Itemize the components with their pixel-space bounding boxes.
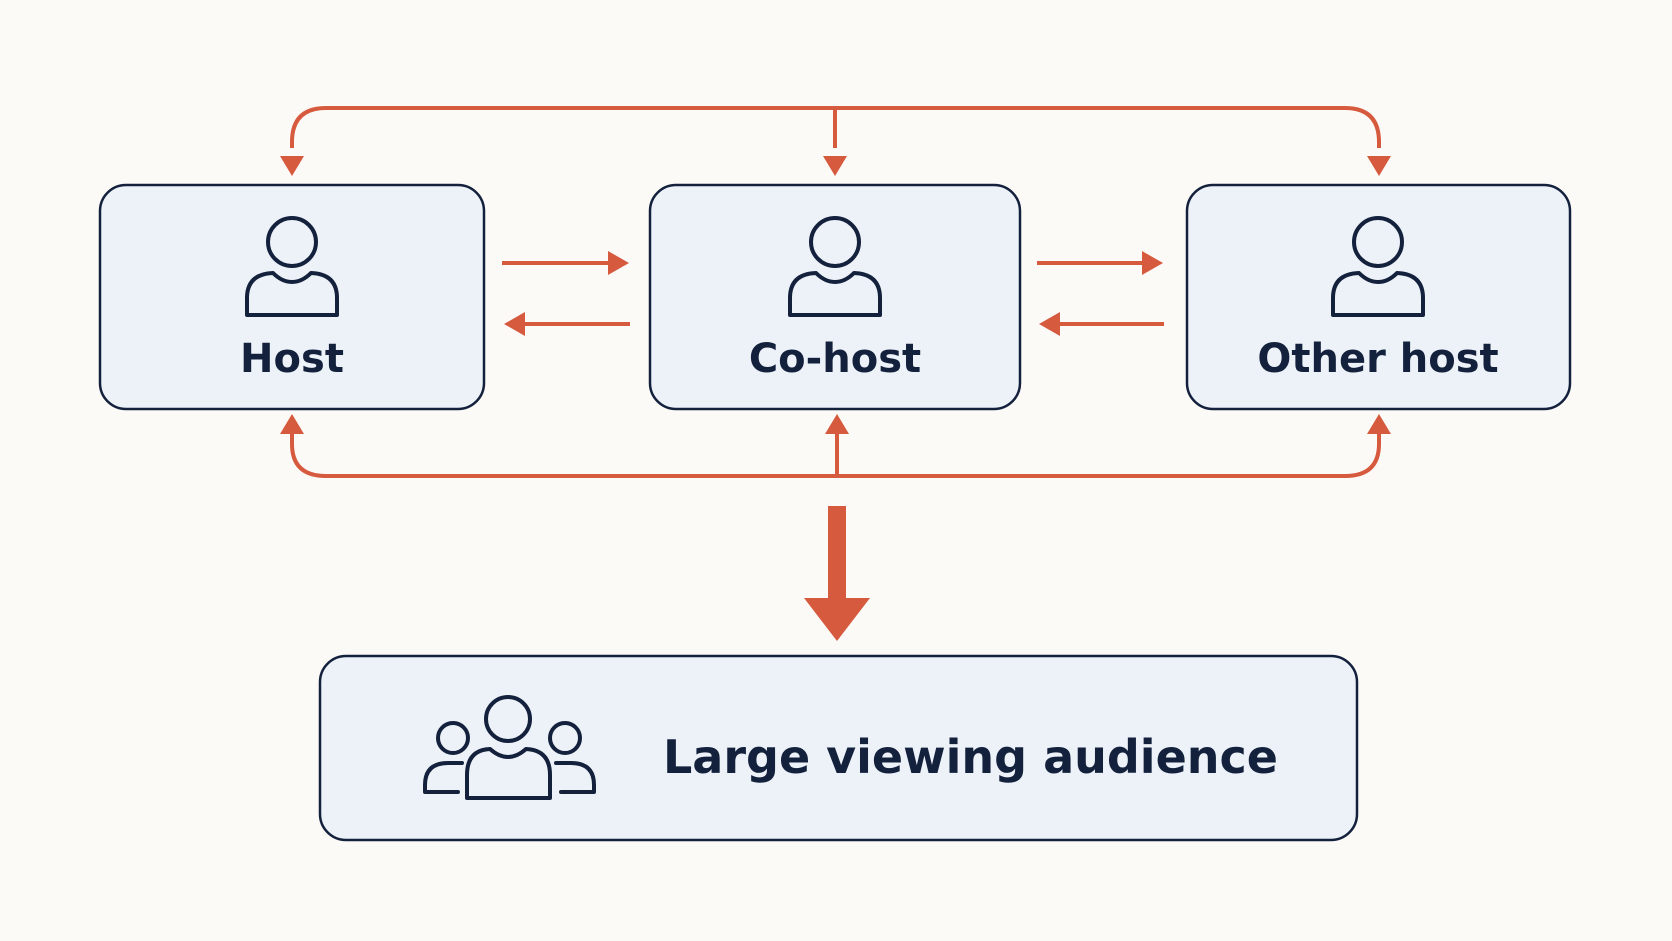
node-label-audience: Large viewing audience (663, 730, 1278, 784)
user-icon (1331, 216, 1425, 317)
bottom-collection-bus (280, 414, 1391, 478)
user-icon (245, 216, 339, 317)
node-label-cohost: Co-host (749, 336, 921, 382)
arrowhead-to-other-host-top (1367, 156, 1391, 176)
node-audience: Large viewing audience (318, 654, 1359, 842)
node-other-host: Other host (1185, 183, 1572, 411)
user-icon (788, 216, 882, 317)
broadcast-arrow (804, 506, 870, 641)
node-host: Host (98, 183, 486, 411)
arrowhead-to-cohost-top (823, 156, 847, 176)
arrowhead-to-other-host-bottom (1367, 414, 1391, 434)
exchange-arrows (502, 251, 1164, 336)
node-label-other-host: Other host (1257, 336, 1498, 382)
node-label-host: Host (240, 336, 344, 382)
arrowhead-to-cohost-bottom (825, 414, 849, 434)
node-cohost: Co-host (648, 183, 1022, 411)
top-distribution-bus (280, 106, 1391, 176)
arrowhead-to-host-bottom (280, 414, 304, 434)
arrowhead-to-host-top (280, 156, 304, 176)
group-icon (423, 695, 596, 800)
